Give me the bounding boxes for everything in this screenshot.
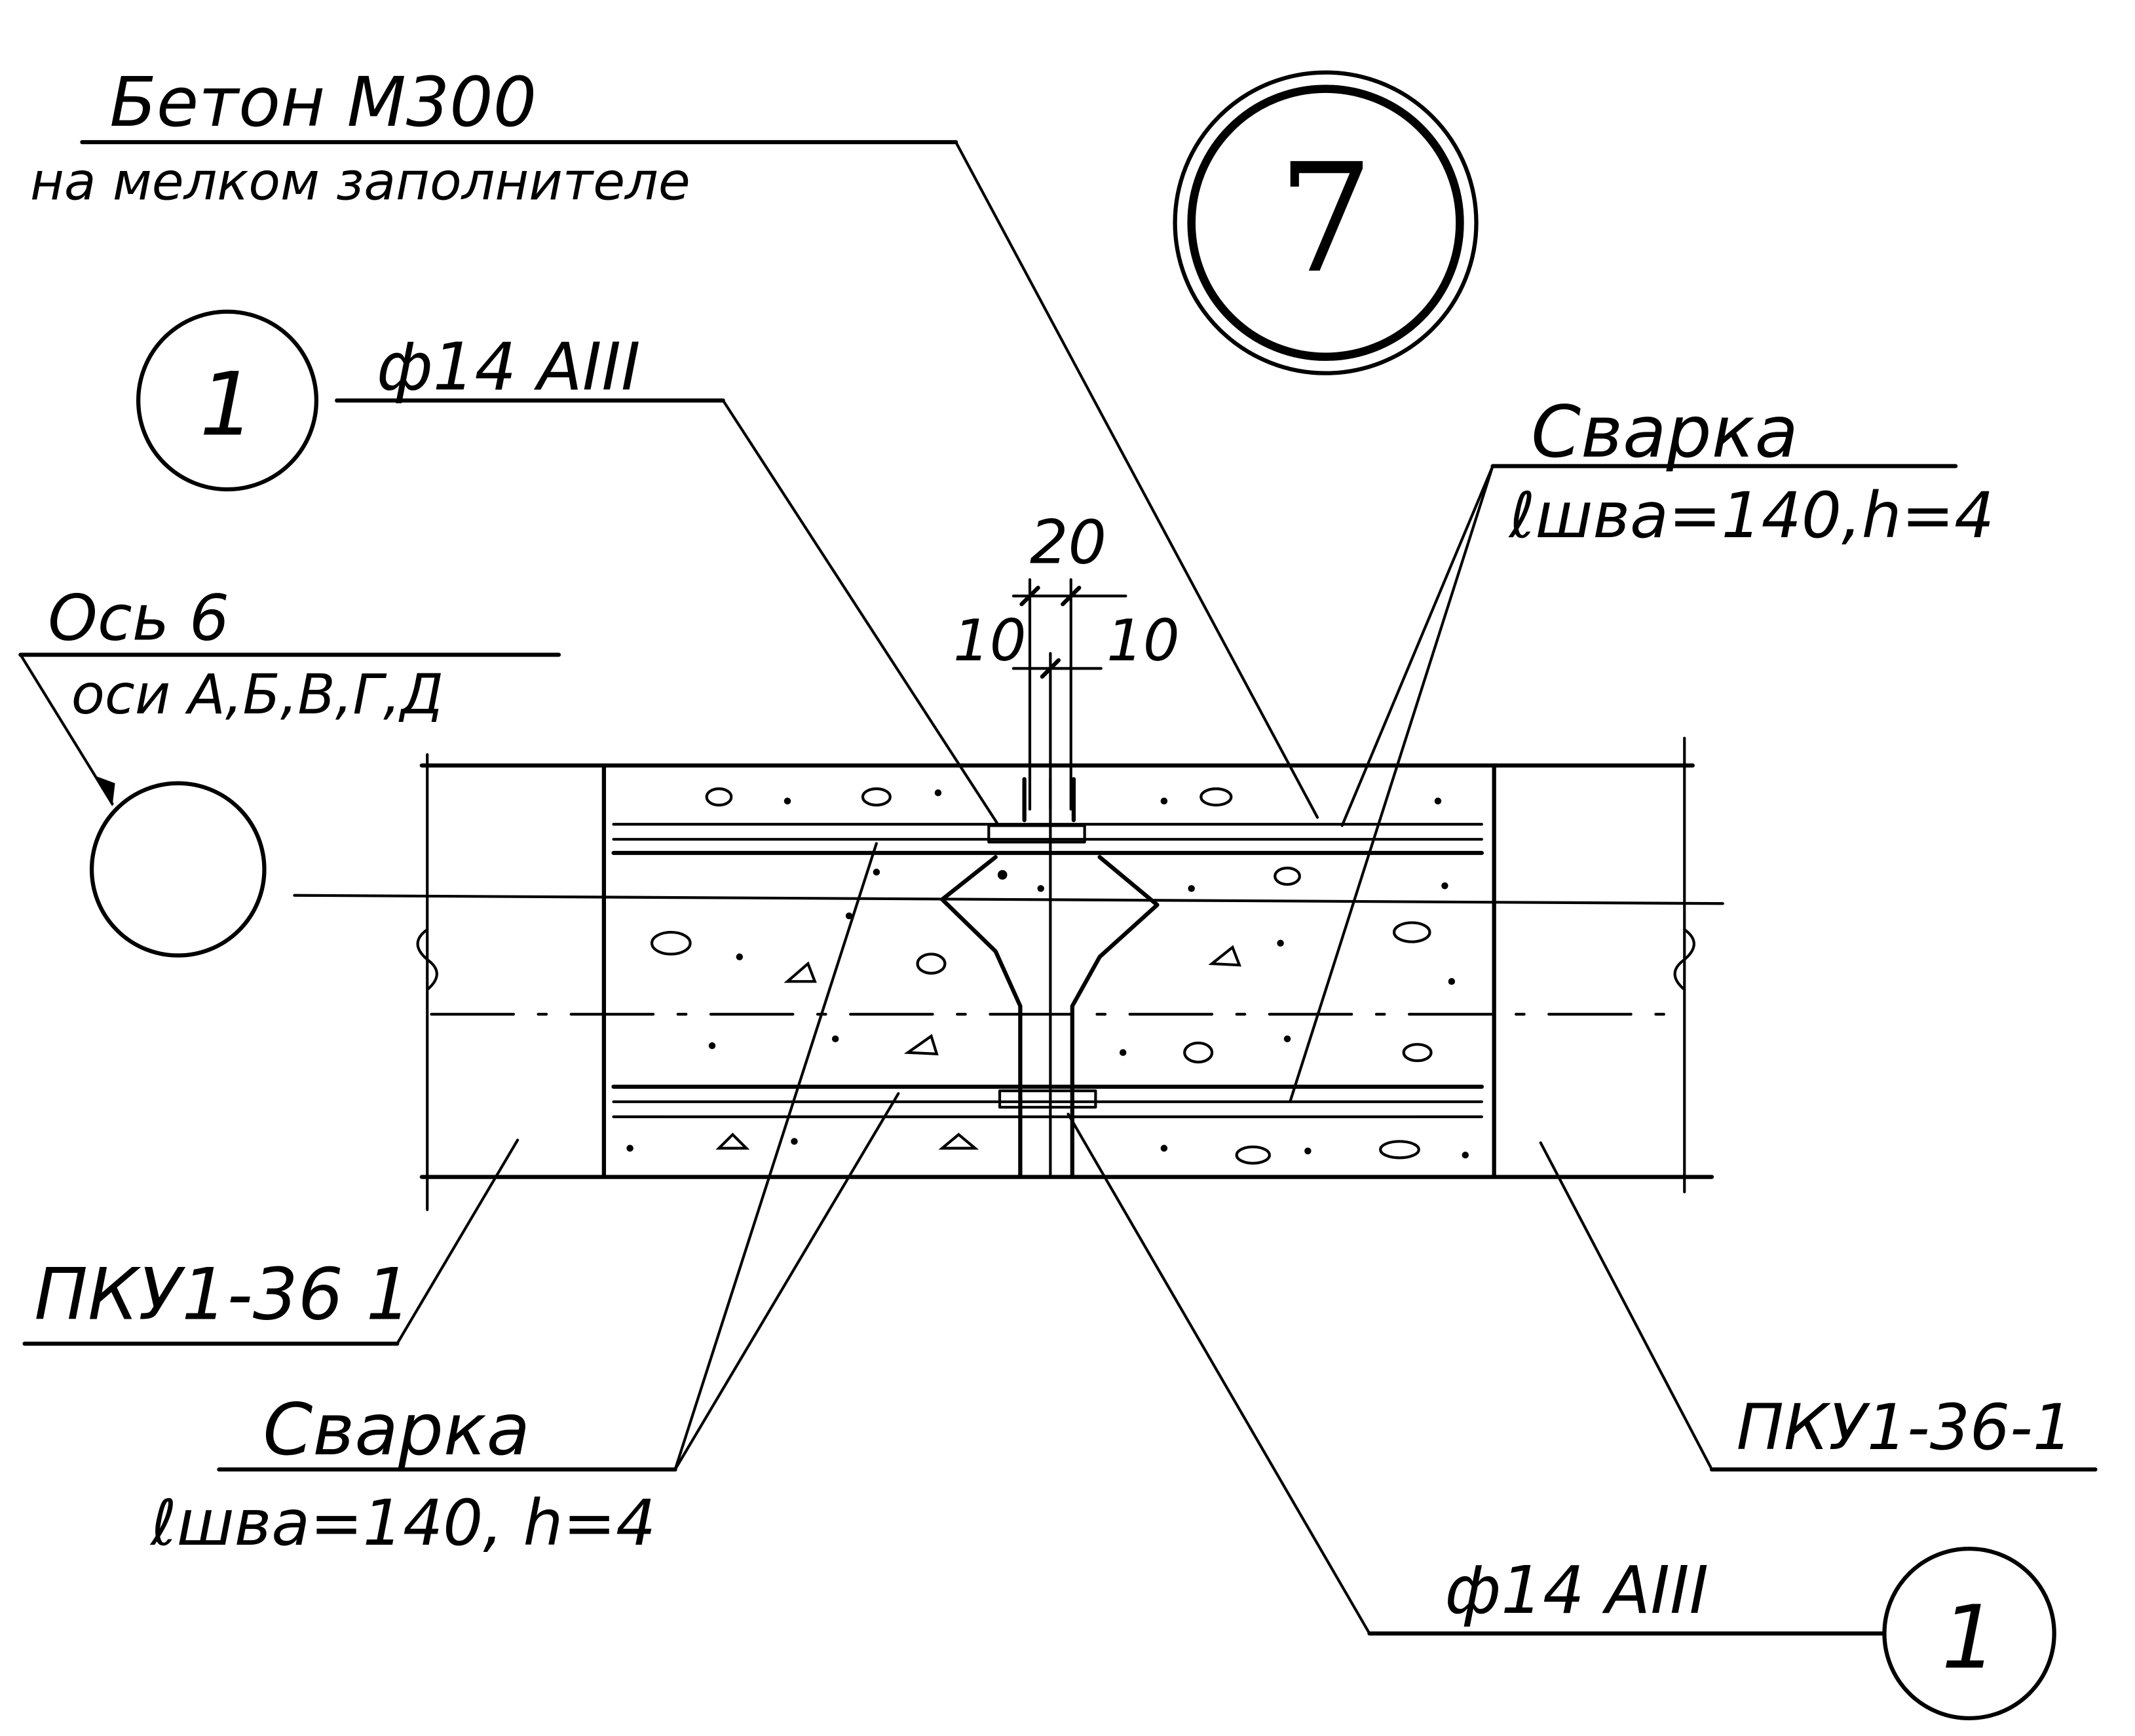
dimension-total: 20 <box>1030 508 1106 578</box>
rebar-bottom-callout: ф14 АIII 1 <box>1067 1112 2056 1721</box>
axis-line2: оси А,Б,В,Г,Д <box>71 662 444 726</box>
detail-number-marker: 7 <box>1173 70 1479 375</box>
concrete-note-line1: Бетон М300 <box>109 62 537 142</box>
concrete-note: Бетон М300 на мелком заполнителе <box>30 62 1319 819</box>
panel-joint-section <box>293 736 1724 1211</box>
detail-number: 7 <box>1277 132 1373 307</box>
rebar-bottom-label: ф14 АIII <box>1445 1552 1709 1629</box>
panel-left-label: ПКУ1-36 1 <box>34 1253 411 1336</box>
panel-right-label: ПКУ1-36-1 <box>1737 1391 2073 1464</box>
panel-left-callout: ПКУ1-36 1 <box>22 1139 520 1346</box>
rebar-top-label: ф14 АIII <box>377 329 641 406</box>
weld-right-callout: Сварка ℓшва=140,h=4 <box>1289 390 1995 1103</box>
weld-left-callout: Сварка ℓшва=140, h=4 <box>149 842 900 1560</box>
rebar-top-position: 1 <box>199 354 255 456</box>
dimension-left: 10 <box>953 607 1027 674</box>
weld-left-line1: Сварка <box>263 1388 530 1471</box>
rebar-bottom-position: 1 <box>1941 1587 1997 1689</box>
axis-marker: Ось 6 оси А,Б,В,Г,Д <box>18 582 561 958</box>
panel-right-callout: ПКУ1-36-1 <box>1539 1141 2098 1472</box>
axis-line1: Ось 6 <box>48 582 229 655</box>
weld-left-line2: ℓшва=140, h=4 <box>149 1486 656 1560</box>
rebar-top-callout: 1 ф14 АIII <box>136 309 998 825</box>
weld-right-line2: ℓшва=140,h=4 <box>1508 479 1995 552</box>
dimension-right: 10 <box>1106 607 1180 674</box>
concrete-note-line2: на мелком заполнителе <box>30 151 690 212</box>
dimension-group: 20 10 10 <box>953 508 1180 811</box>
weld-right-line1: Сварка <box>1531 390 1798 474</box>
